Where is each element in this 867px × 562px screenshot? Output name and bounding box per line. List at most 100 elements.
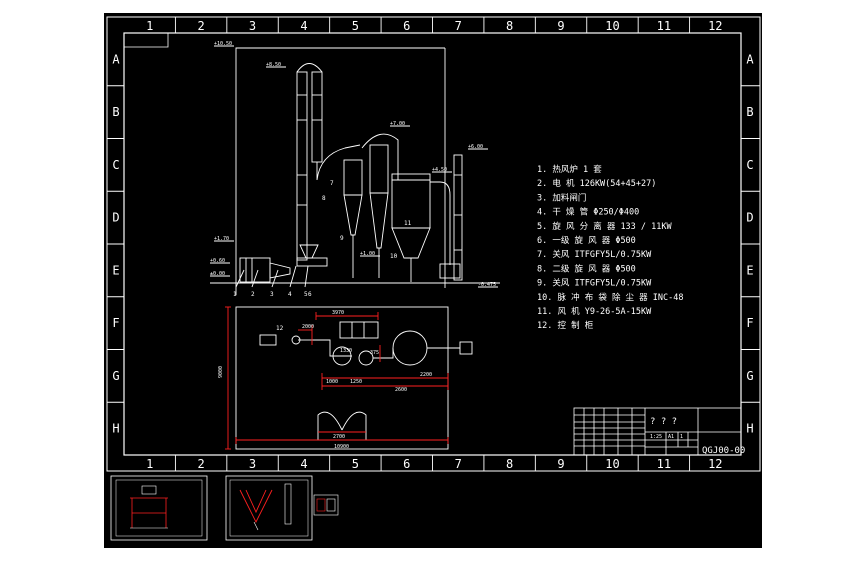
plan-dimension: 3970 <box>332 310 344 316</box>
parts-list-item: 8. 二级 旋 风 器 Φ500 <box>537 263 636 274</box>
column-label-bottom: 3 <box>249 457 256 471</box>
elevation-mark: +1.70 <box>214 236 229 242</box>
row-label-left: B <box>112 105 119 119</box>
title-block-size: A1 <box>668 434 674 440</box>
title-block <box>573 407 742 456</box>
column-label-top: 9 <box>557 19 564 33</box>
plan-fan <box>459 341 473 355</box>
part-number-callout: 1 <box>233 291 237 298</box>
row-label-right: D <box>746 211 753 225</box>
parts-list-item: 2. 电 机 126KW(54+45+27) <box>537 178 656 189</box>
title-block-drawing-number: QGJ00-00 <box>702 446 745 456</box>
part-number-callout: 3 <box>270 291 274 298</box>
title-block-title: ? ? ? <box>650 417 677 427</box>
plan-foundation-arc-right <box>341 411 367 440</box>
plan-dimension: 375 <box>370 350 379 356</box>
part-number-callout: 8 <box>322 195 326 202</box>
elevation-mark: +10.50 <box>214 41 232 47</box>
plan-dimension: 2700 <box>333 434 345 440</box>
part-number-callout: 5 <box>304 291 308 298</box>
plan-dimension: 2000 <box>302 324 314 330</box>
elevation-mark: +1.00 <box>360 251 375 257</box>
column-label-top: 12 <box>708 19 722 33</box>
title-block-scale: 1:25 <box>650 434 662 440</box>
row-label-left: A <box>112 52 120 66</box>
thumbnail-sheet-2[interactable] <box>110 475 208 541</box>
elevation-mark: +4.50 <box>432 167 447 173</box>
chimney <box>453 154 463 281</box>
frame-corner-notch <box>124 33 169 48</box>
duct-to-cyclone <box>316 144 361 181</box>
column-label-top: 4 <box>300 19 307 33</box>
elevation-mark: +8.50 <box>266 62 281 68</box>
part-number-callout: 12 <box>276 325 284 332</box>
plan-dimension: 10900 <box>334 444 349 450</box>
fan <box>439 263 461 279</box>
column-label-bottom: 8 <box>506 457 513 471</box>
parts-list-item: 1. 热风炉 1 套 <box>537 164 602 175</box>
title-block-sheet: 1 <box>680 434 683 440</box>
duct-cyclone-top <box>361 133 399 180</box>
plan-dimension: 1250 <box>350 379 362 385</box>
column-label-bottom: 5 <box>352 457 359 471</box>
bag-filter-hopper <box>391 227 431 259</box>
column-label-bottom: 12 <box>708 457 722 471</box>
column-label-bottom: 1 <box>146 457 153 471</box>
row-label-right: G <box>746 369 753 383</box>
part-number-callout: 9 <box>340 235 344 242</box>
column-label-top: 7 <box>455 19 462 33</box>
parts-list-item: 6. 一级 旋 风 器 Φ500 <box>537 235 636 246</box>
row-zone-dividers <box>107 85 760 403</box>
row-label-right: F <box>746 316 753 330</box>
cyclone-2-cone <box>369 192 389 249</box>
plan-foundation-arc-left <box>317 411 343 440</box>
plan-furnace <box>339 321 379 339</box>
row-label-right: H <box>746 422 753 436</box>
parts-list-item: 9. 关风 ITFGFY5L/0.75KW <box>537 278 652 289</box>
column-label-bottom: 7 <box>455 457 462 471</box>
elevation-mark: -0.475 <box>478 282 496 288</box>
control-cabinet <box>259 334 277 346</box>
row-label-right: A <box>746 52 754 66</box>
elevation-mark: +7.00 <box>390 121 405 127</box>
row-label-left: H <box>112 422 119 436</box>
column-label-top: 5 <box>352 19 359 33</box>
parts-list-item: 4. 干 燥 管 Φ250/Φ400 <box>537 207 639 218</box>
row-label-right: B <box>746 105 753 119</box>
plan-dimension: 9000 <box>218 366 224 378</box>
cyclone-1-cone <box>343 194 363 236</box>
drying-tube-left <box>296 71 308 261</box>
row-label-left: G <box>112 369 119 383</box>
parts-list: 1. 热风炉 1 套2. 电 机 126KW(54+45+27)3. 加料闸门4… <box>537 164 684 331</box>
column-label-bottom: 11 <box>657 457 671 471</box>
column-label-bottom: 4 <box>300 457 307 471</box>
part-number-callout: 11 <box>404 220 412 227</box>
parts-list-item: 11. 风 机 Y9-26-5A-15KW <box>537 306 652 317</box>
column-label-top: 1 <box>146 19 153 33</box>
row-label-right: C <box>746 158 753 172</box>
elevation-marks: +10.50+8.50+7.00+6.00+4.50+1.70+0.60±0.0… <box>210 41 498 288</box>
elevation-mark: +0.60 <box>210 258 225 264</box>
column-label-bottom: 10 <box>605 457 619 471</box>
column-label-top: 8 <box>506 19 513 33</box>
thumbnail-sheet-4[interactable] <box>313 494 339 516</box>
plan-dimension: 1000 <box>326 379 338 385</box>
column-label-top: 6 <box>403 19 410 33</box>
thumbnail-sheet-3[interactable] <box>225 475 313 541</box>
feeder-base <box>296 257 328 267</box>
row-label-left: F <box>112 316 119 330</box>
part-number-callout: 2 <box>251 291 255 298</box>
plan-dimension: 2200 <box>420 372 432 378</box>
column-label-top: 2 <box>198 19 205 33</box>
elevation-mark: ±0.00 <box>210 271 225 277</box>
column-label-top: 11 <box>657 19 671 33</box>
parts-list-item: 12. 控 制 柜 <box>537 320 594 331</box>
furnace-burner <box>269 262 291 279</box>
